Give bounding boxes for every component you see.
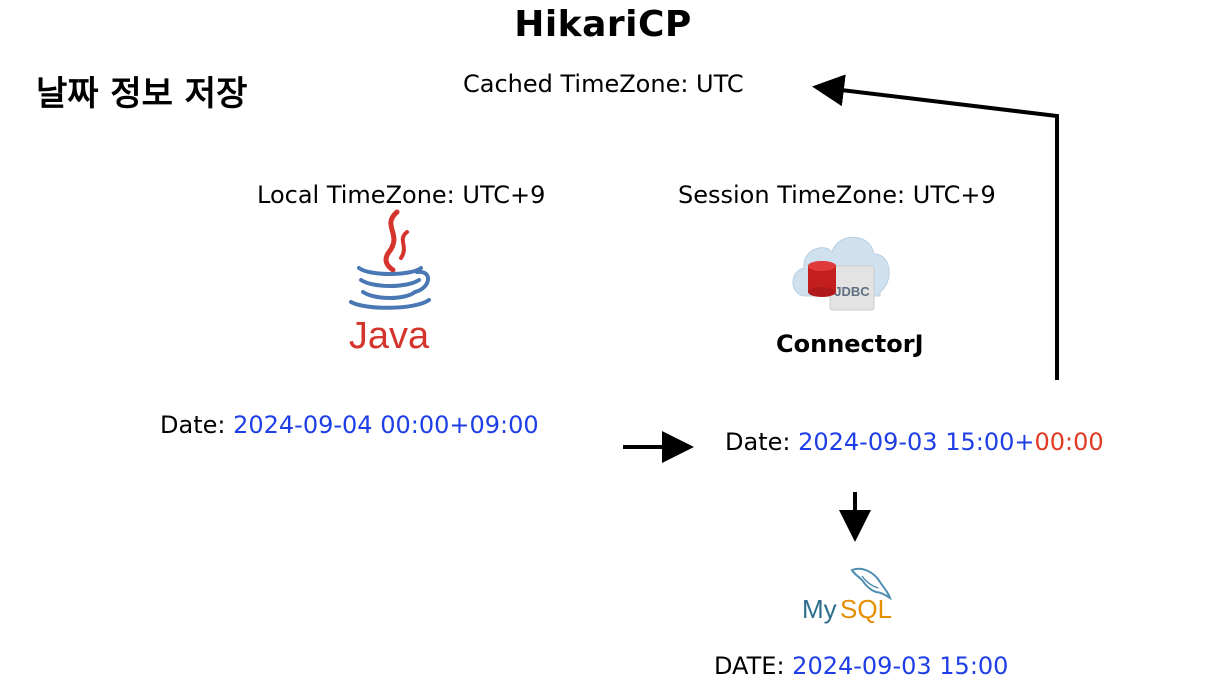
mysql-logo-icon: My SQL — [802, 567, 892, 624]
java-date-label: Date: — [160, 411, 226, 439]
cached-timezone-label: Cached TimeZone: UTC — [463, 70, 744, 98]
mysql-wordmark-my: My — [802, 594, 837, 624]
connector-date-line: Date: 2024-09-03 15:00+00:00 — [725, 428, 1104, 456]
session-timezone-label: Session TimeZone: UTC+9 — [678, 181, 996, 209]
mysql-date-value: 2024-09-03 15:00 — [792, 652, 1009, 680]
connector-date-value: 2024-09-03 15:00+ — [798, 428, 1035, 456]
mysql-date-line: DATE: 2024-09-03 15:00 — [714, 652, 1008, 680]
local-timezone-label: Local TimeZone: UTC+9 — [257, 181, 546, 209]
connector-name: ConnectorJ — [776, 330, 924, 358]
jdbc-badge: JDBC — [834, 284, 870, 299]
java-logo-icon: Java — [349, 209, 431, 356]
java-date-line: Date: 2024-09-04 00:00+09:00 — [160, 411, 539, 439]
mysql-date-label: DATE: — [714, 652, 785, 680]
connector-date-offset: 00:00 — [1034, 428, 1104, 456]
mysql-wordmark-sql: SQL — [840, 594, 892, 624]
section-heading: 날짜 정보 저장 — [36, 74, 248, 114]
jdbc-cloud-icon: JDBC — [792, 236, 890, 311]
arrow-connector-to-cache — [812, 74, 1059, 380]
diagram-title: HikariCP — [514, 4, 692, 45]
connector-date-label: Date: — [725, 428, 791, 456]
java-date-value: 2024-09-04 00:00+09:00 — [233, 411, 539, 439]
java-wordmark: Java — [349, 315, 430, 356]
